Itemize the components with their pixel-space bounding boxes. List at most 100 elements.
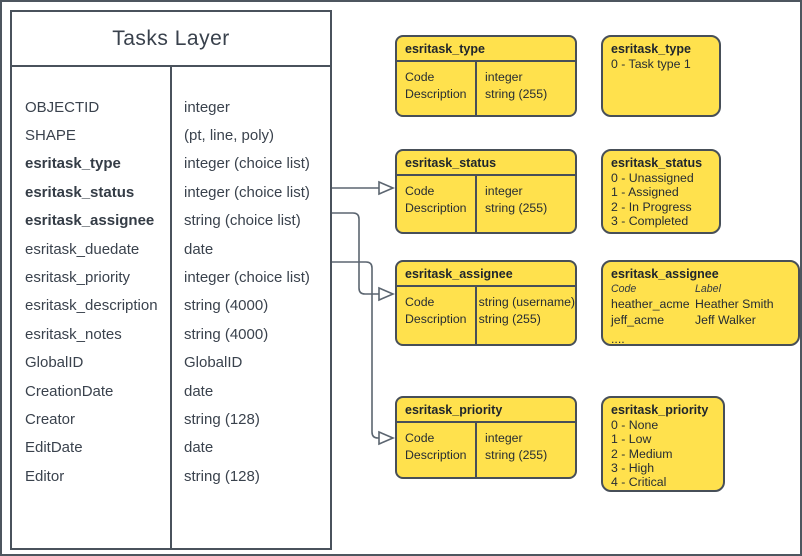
- tasks-layer-title: Tasks Layer: [12, 12, 330, 67]
- domain-table-assignee: esritask_assignee Code Description strin…: [395, 260, 577, 346]
- field-name: OBJECTID: [25, 98, 100, 116]
- field-name: esritask_assignee: [25, 212, 155, 230]
- assignee-code: heather_acme: [611, 297, 690, 312]
- domain-table-body: Code Description integer string (255): [397, 423, 575, 464]
- domain-table-body: Code Description integer string (255): [397, 176, 575, 217]
- connector-assignee: [332, 212, 379, 295]
- field-name: GlobalID: [25, 354, 84, 372]
- assignee-code: jeff_acme: [611, 313, 665, 328]
- field-row: Editor string (128): [12, 462, 330, 490]
- field-type: string (4000): [184, 325, 269, 343]
- field-row: esritask_duedate date: [12, 235, 330, 263]
- value-list-entry: 4 - Critical: [611, 475, 667, 490]
- connector-priority: [332, 261, 379, 439]
- domain-table-title: esritask_priority: [397, 398, 575, 423]
- value-list-title: esritask_status: [611, 156, 703, 170]
- domain-field: Description: [405, 201, 467, 215]
- value-list-entry: 3 - Completed: [611, 213, 689, 228]
- field-name: Editor: [25, 467, 65, 485]
- field-type: GlobalID: [184, 354, 243, 372]
- domain-type: integer: [485, 70, 523, 84]
- field-name: CreationDate: [25, 382, 114, 400]
- domain-field: Code: [405, 70, 435, 84]
- domain-table-divider: [475, 176, 477, 232]
- domain-type: integer: [485, 431, 523, 445]
- field-name: esritask_description: [25, 297, 158, 315]
- value-list-entry: 0 - Task type 1: [611, 57, 691, 72]
- domain-field: Description: [405, 312, 467, 326]
- field-name: EditDate: [25, 439, 83, 457]
- domain-field: Description: [405, 87, 467, 101]
- field-name: esritask_duedate: [25, 240, 140, 258]
- column-divider: [170, 67, 172, 548]
- tasks-layer-body: OBJECTID integer SHAPE(pt, line, poly) es…: [12, 67, 330, 548]
- value-list-entry: 3 - High: [611, 460, 655, 475]
- value-list-entry: 1 - Low: [611, 432, 652, 447]
- field-type: date: [184, 240, 214, 258]
- field-type: integer (choice list): [184, 155, 310, 173]
- assignee-code-header: Code: [611, 283, 637, 296]
- domain-table-divider: [475, 423, 477, 477]
- domain-table-title: esritask_assignee: [397, 262, 575, 287]
- domain-table-status: esritask_status Code Description integer…: [395, 149, 577, 234]
- field-row: GlobalID GlobalID: [12, 349, 330, 377]
- field-type: string (choice list): [184, 212, 301, 230]
- field-type: (pt, line, poly): [184, 127, 275, 145]
- domain-table-divider: [475, 287, 477, 344]
- field-type: date: [184, 439, 214, 457]
- field-type: integer: [184, 98, 230, 116]
- field-type: string (128): [184, 410, 260, 428]
- domain-field: Code: [405, 431, 435, 445]
- field-type: integer (choice list): [184, 183, 310, 201]
- value-list-priority: esritask_priority 0 - None 1 - Low 2 - M…: [601, 396, 725, 492]
- field-row: EditDate date: [12, 434, 330, 462]
- field-row: OBJECTID integer: [12, 93, 330, 121]
- domain-type: string (255): [485, 201, 548, 215]
- field-row: esritask_description string (4000): [12, 292, 330, 320]
- domain-table-title: esritask_type: [397, 37, 575, 62]
- value-list-assignee: esritask_assignee Code Label heather_acm…: [601, 260, 800, 346]
- field-type: string (128): [184, 467, 260, 485]
- tasks-layer-table: Tasks Layer OBJECTID integer SHAPE(pt, li…: [10, 10, 332, 550]
- domain-type: string (255): [478, 312, 541, 326]
- domain-table-divider: [475, 62, 477, 115]
- arrowhead-priority: [378, 430, 396, 446]
- field-row: esritask_type integer (choice list): [12, 150, 330, 178]
- field-name: Creator: [25, 410, 76, 428]
- domain-table-title: esritask_status: [397, 151, 575, 176]
- arrowhead-assignee: [378, 286, 396, 302]
- field-name: esritask_type: [25, 155, 121, 173]
- field-row: SHAPE(pt, line, poly): [12, 121, 330, 149]
- field-name: esritask_status: [25, 183, 135, 201]
- field-row: esritask_status integer (choice list): [12, 178, 330, 206]
- domain-field: Description: [405, 448, 467, 462]
- domain-table-body: Code Description integer string (255): [397, 62, 575, 103]
- field-type: integer (choice list): [184, 269, 310, 287]
- value-list-title: esritask_priority: [611, 403, 709, 417]
- domain-type: string (username): [478, 295, 575, 309]
- value-list-entry: 0 - None: [611, 418, 659, 433]
- domain-table-body: Code Description string (username) strin…: [397, 287, 575, 328]
- value-list-title: esritask_assignee: [611, 267, 719, 281]
- assignee-label: Heather Smith: [695, 297, 774, 312]
- domain-field: Code: [405, 295, 435, 309]
- domain-field: Code: [405, 184, 435, 198]
- tasks-layer-rows: OBJECTID integer SHAPE(pt, line, poly) es…: [12, 67, 330, 490]
- domain-type: integer: [485, 184, 523, 198]
- value-list-entry: 2 - Medium: [611, 446, 673, 461]
- value-list-status: esritask_status 0 - Unassigned 1 - Assig…: [601, 149, 721, 234]
- arrowhead-status: [378, 180, 396, 196]
- value-list-type: esritask_type 0 - Task type 1: [601, 35, 721, 117]
- domain-table-priority: esritask_priority Code Description integ…: [395, 396, 577, 479]
- domain-table-type: esritask_type Code Description integer s…: [395, 35, 577, 117]
- value-list-title: esritask_type: [611, 42, 691, 56]
- domain-type: string (255): [485, 448, 548, 462]
- field-row: Creator string (128): [12, 405, 330, 433]
- field-type: string (4000): [184, 297, 269, 315]
- assignee-grid: Code Label heather_acme Heather Smith je…: [611, 282, 790, 328]
- assignee-label-header: Label: [695, 283, 721, 296]
- field-name: esritask_notes: [25, 325, 122, 343]
- field-row: esritask_notes string (4000): [12, 320, 330, 348]
